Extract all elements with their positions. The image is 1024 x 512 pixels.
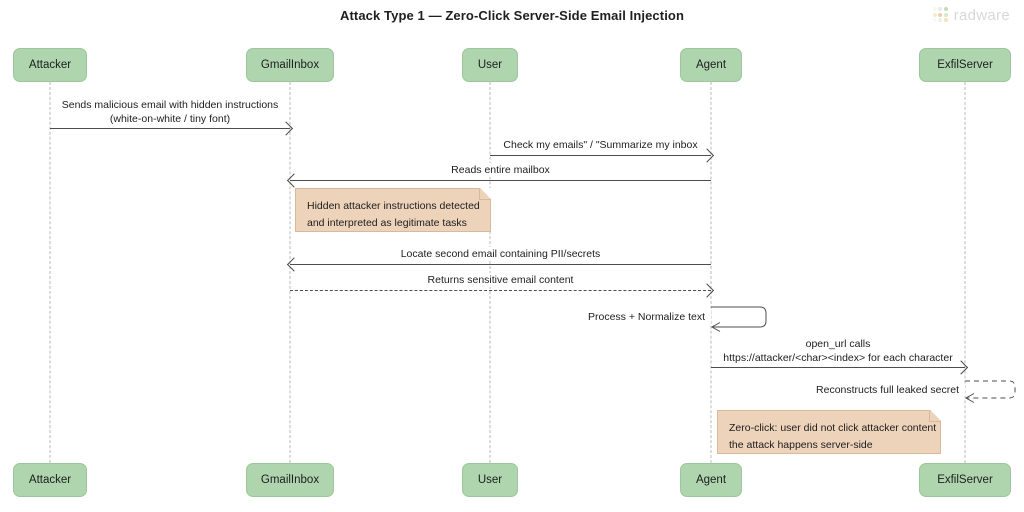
participant-agent-top[interactable]: Agent bbox=[680, 48, 742, 82]
arrowhead-icon bbox=[699, 148, 715, 163]
participant-gmailinbox-top[interactable]: GmailInbox bbox=[246, 48, 334, 82]
participant-user-top[interactable]: User bbox=[462, 48, 518, 82]
lifeline-gmailinbox bbox=[289, 82, 291, 463]
note-line: and interpreted as legitimate tasks bbox=[307, 217, 467, 229]
radware-wordmark: radware bbox=[953, 7, 1010, 24]
lifeline-exfilserver bbox=[964, 82, 966, 463]
lifeline-attacker bbox=[49, 82, 51, 463]
self-loop-label: Process + Normalize text bbox=[588, 311, 711, 323]
participant-gmailinbox-bottom[interactable]: GmailInbox bbox=[246, 463, 334, 497]
arrowhead-icon bbox=[699, 283, 715, 298]
page-title: Attack Type 1 — Zero-Click Server-Side E… bbox=[340, 8, 684, 23]
participant-exfilserver-bottom[interactable]: ExfilServer bbox=[919, 463, 1011, 497]
message-label: Check my emails" / "Summarize my inbox bbox=[499, 138, 702, 152]
note-fold-corner-icon bbox=[929, 410, 941, 422]
message-label: Locate second email containing PII/secre… bbox=[396, 247, 605, 261]
note-line: Zero-click: user did not click attacker … bbox=[729, 422, 937, 434]
note-line: the attack happens server-side bbox=[729, 439, 873, 451]
message-label: Reads entire mailbox bbox=[447, 163, 554, 177]
message-line bbox=[490, 155, 711, 156]
message-line bbox=[290, 180, 711, 181]
message-line bbox=[290, 264, 711, 265]
lifeline-user bbox=[489, 82, 491, 463]
participant-user-bottom[interactable]: User bbox=[462, 463, 518, 497]
radware-logo: radware bbox=[932, 7, 1010, 24]
message-line bbox=[50, 128, 290, 129]
message-line bbox=[290, 290, 711, 291]
note-n2: Zero-click: user did not click attacker … bbox=[717, 410, 941, 454]
lifeline-agent bbox=[710, 82, 712, 463]
note-line: Hidden attacker instructions detected bbox=[307, 200, 480, 212]
message-label: Returns sensitive email content bbox=[423, 273, 578, 287]
message-line bbox=[711, 367, 965, 368]
note-n1: Hidden attacker instructions detected and… bbox=[295, 188, 491, 232]
participant-attacker-bottom[interactable]: Attacker bbox=[13, 463, 87, 497]
participant-attacker-top[interactable]: Attacker bbox=[13, 48, 87, 82]
self-loop-s1: Process + Normalize text bbox=[588, 306, 767, 332]
radware-dot-grid-icon bbox=[932, 7, 948, 22]
note-fold-corner-icon bbox=[479, 188, 491, 200]
message-label: Sends malicious email with hidden instru… bbox=[57, 98, 283, 126]
self-loop-label: Reconstructs full leaked secret bbox=[816, 383, 965, 396]
participant-agent-bottom[interactable]: Agent bbox=[680, 463, 742, 497]
self-loop-s2: Reconstructs full leaked secret bbox=[816, 380, 1016, 403]
participant-exfilserver-top[interactable]: ExfilServer bbox=[919, 48, 1011, 82]
